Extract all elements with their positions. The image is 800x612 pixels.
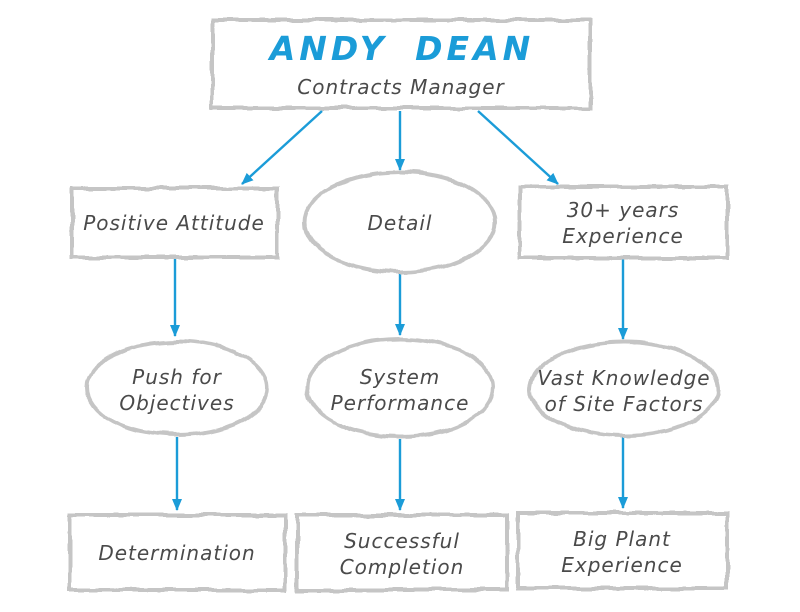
page-subtitle: Contracts Manager — [297, 75, 505, 99]
node-vast-knowledge-of-site-factors: Vast Knowledge of Site Factors — [528, 340, 720, 438]
edge-root-to-experience — [477, 110, 559, 185]
node-vast-knowledge-ellipse — [528, 340, 720, 438]
node-successful-completion: Successful Completion — [295, 513, 509, 592]
node-push-for-objectives-ellipse — [85, 339, 269, 437]
node-andy-dean: ANDY DEAN Contracts Manager — [210, 18, 592, 110]
node-label: Performance — [331, 391, 470, 415]
node-system-performance-ellipse — [305, 337, 495, 439]
node-successful-completion-box — [295, 513, 509, 592]
node-positive-attitude-box — [70, 186, 279, 259]
node-system-performance: System Performance — [305, 337, 495, 439]
node-big-plant-experience-box — [516, 511, 729, 590]
node-determination-box — [68, 513, 287, 592]
edge-root-to-positive-attitude — [241, 110, 323, 185]
node-label: Objectives — [119, 391, 234, 415]
node-detail-ellipse — [303, 170, 497, 274]
node-label: Positive Attitude — [83, 211, 265, 235]
node-push-for-objectives: Push for Objectives — [85, 339, 269, 437]
page-title: ANDY DEAN — [267, 29, 534, 68]
node-label: Big Plant — [573, 527, 671, 551]
node-big-plant-experience: Big Plant Experience — [516, 511, 729, 590]
node-label: System — [360, 365, 441, 389]
node-label: 30+ years — [567, 198, 680, 222]
node-determination: Determination — [68, 513, 287, 592]
node-30-years-experience: 30+ years Experience — [518, 185, 729, 260]
node-label: Determination — [98, 541, 255, 565]
node-label: Vast Knowledge — [537, 366, 710, 390]
node-label: Experience — [561, 553, 683, 577]
node-label: Experience — [562, 224, 684, 248]
node-label: Push for — [132, 365, 222, 389]
node-label: Successful — [344, 529, 460, 553]
edges-layer — [170, 110, 628, 511]
node-label: of Site Factors — [545, 392, 704, 416]
node-label: Detail — [368, 211, 433, 235]
node-andy-dean-box — [210, 18, 592, 110]
node-label: Completion — [340, 555, 465, 579]
node-detail: Detail — [303, 170, 497, 274]
node-30-years-experience-box — [518, 185, 729, 260]
node-positive-attitude: Positive Attitude — [70, 186, 279, 259]
